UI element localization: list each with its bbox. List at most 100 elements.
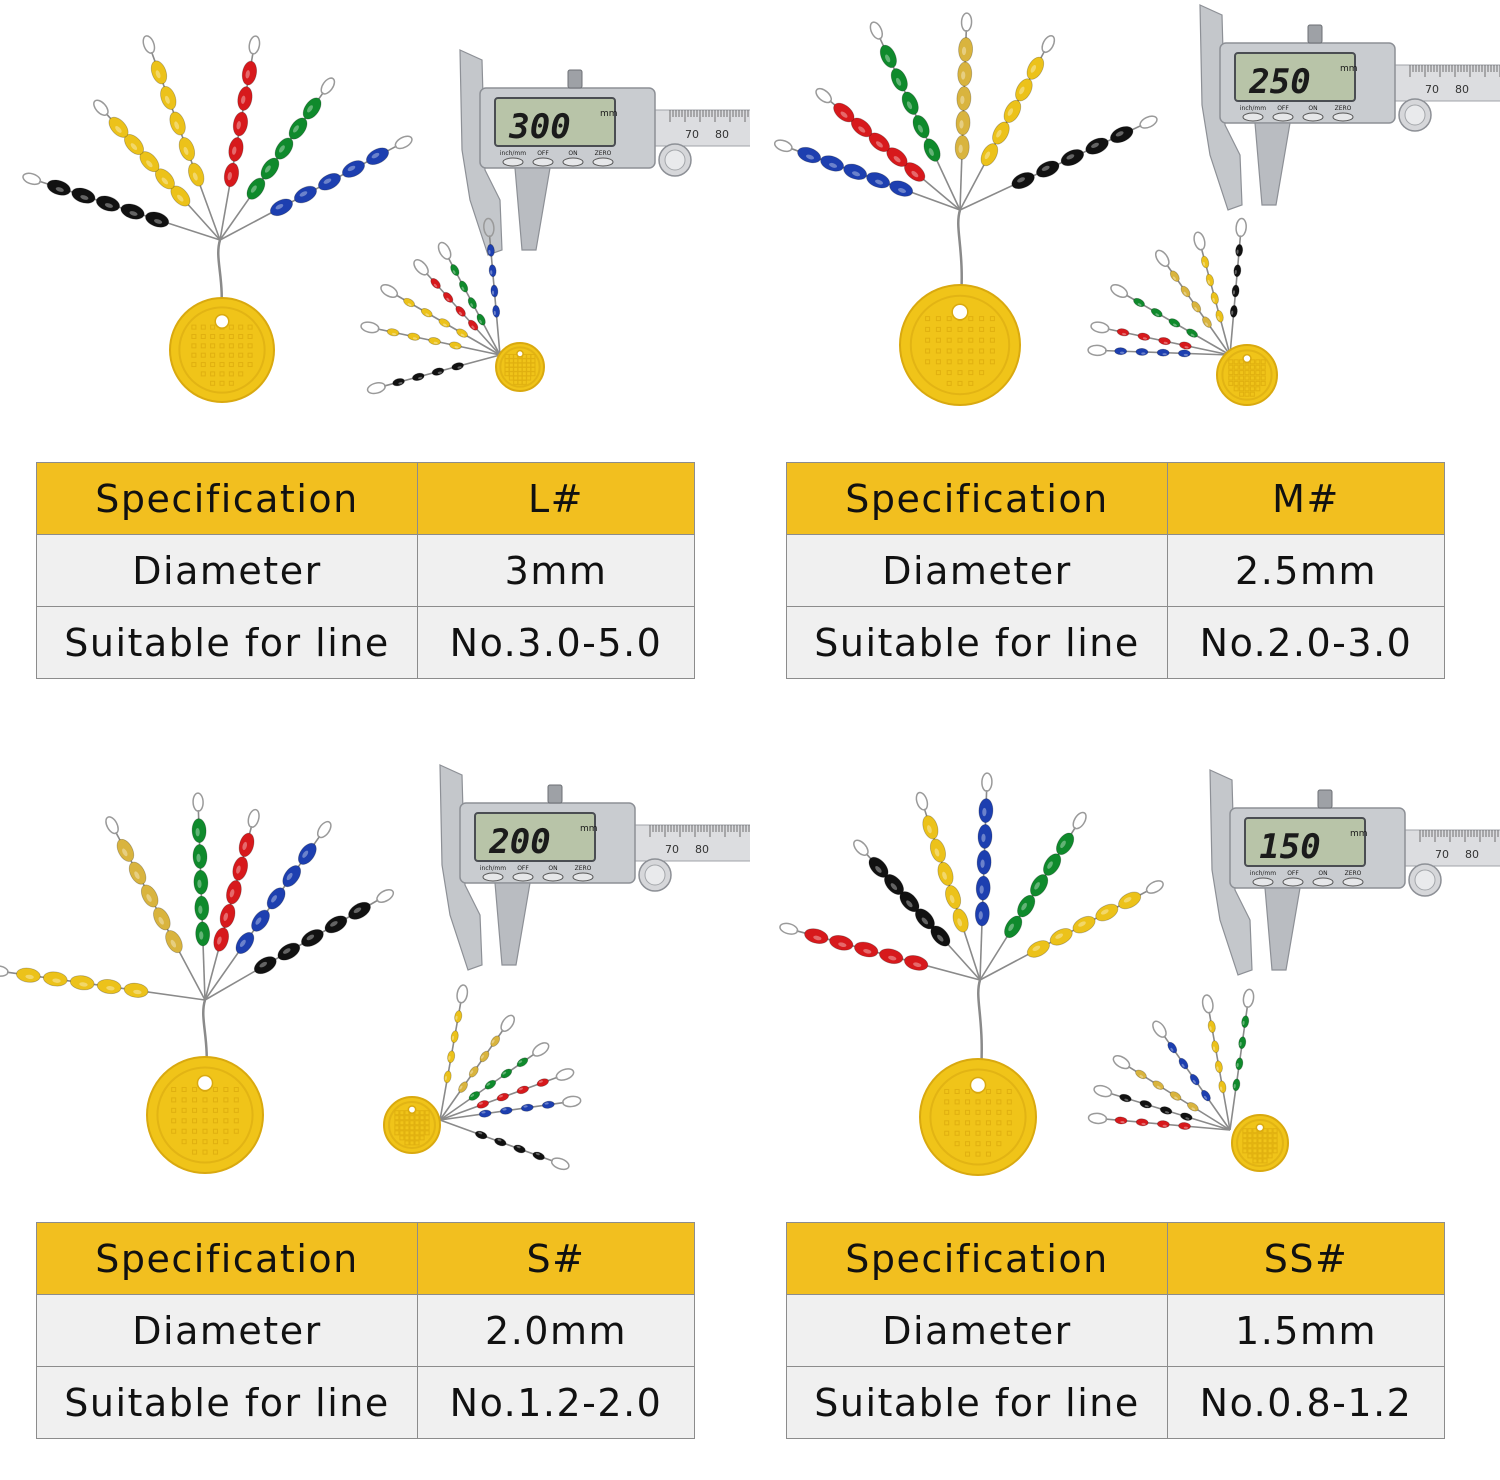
- bead-strand: [869, 21, 961, 211]
- bead-strand: [959, 115, 1158, 211]
- bead-strand: [219, 35, 261, 241]
- scale-tick-label: 70: [1425, 83, 1439, 96]
- bead-strand: [204, 889, 395, 1001]
- bead-strand: [219, 135, 413, 241]
- float-disc-small: [1231, 1114, 1289, 1172]
- bead-strand-small: [1229, 988, 1255, 1131]
- caliper-button-label: ZERO: [1345, 870, 1362, 877]
- caliper-reading: 150: [1259, 827, 1320, 867]
- float-disc-small: [495, 342, 545, 392]
- caliper-button: [1342, 877, 1364, 887]
- bead-strand-small: [483, 217, 501, 356]
- scale-tick-label: 80: [695, 843, 709, 856]
- caliper-button-label: inch/mm: [500, 150, 526, 157]
- spec-value: M#: [1167, 462, 1445, 535]
- caliper-button: [1282, 877, 1304, 887]
- bead-strand: [974, 772, 994, 981]
- caliper-button-label: inch/mm: [1240, 105, 1266, 112]
- caliper-button: [1302, 112, 1324, 122]
- spec-label: Diameter: [786, 1294, 1168, 1367]
- bead-strand-small: [439, 1068, 575, 1121]
- caliper-reading: 300: [508, 107, 570, 147]
- spec-label: Diameter: [786, 534, 1168, 607]
- bead-strand: [204, 808, 260, 1001]
- spec-value: No.0.8-1.2: [1167, 1366, 1445, 1439]
- caliper-button-label: ZERO: [1335, 105, 1352, 112]
- caliper-button: [592, 157, 614, 167]
- caliper-button: [1272, 112, 1294, 122]
- caliper-unit: mm: [1340, 64, 1358, 74]
- caliper-unit: mm: [600, 109, 618, 119]
- bead-strand-small: [1087, 344, 1231, 358]
- caliper-button: [542, 872, 564, 882]
- bead-strand-small: [1229, 217, 1247, 356]
- spec-label: Specification: [786, 1222, 1168, 1295]
- float-disc-small: [1216, 344, 1278, 406]
- bead-strand-small: [1090, 321, 1231, 356]
- spec-label: Suitable for line: [786, 606, 1168, 679]
- spec-label: Suitable for line: [786, 1366, 1168, 1439]
- caliper-button: [1252, 877, 1274, 887]
- spec-value: No.3.0-5.0: [417, 606, 695, 679]
- bead-strand-small: [439, 1095, 582, 1121]
- bead-strand: [815, 87, 961, 211]
- bead-strand-small: [1201, 994, 1231, 1131]
- bead-strand-small: [437, 241, 501, 356]
- bead-strand: [191, 792, 211, 1001]
- spec-label: Specification: [36, 1222, 418, 1295]
- bead-strand-small: [439, 1119, 570, 1171]
- bead-strand: [979, 880, 1164, 981]
- bead-strand: [959, 34, 1056, 211]
- bead-strand-small: [439, 1014, 516, 1121]
- bead-strand: [773, 139, 961, 211]
- bead-strand-small: [1112, 1055, 1231, 1131]
- bead-strand: [219, 77, 336, 241]
- bead-strand: [779, 922, 981, 981]
- bead-strand-small: [1152, 1020, 1231, 1131]
- caliper-button: [572, 872, 594, 882]
- float-disc: [899, 284, 1021, 406]
- float-disc-small: [383, 1096, 441, 1154]
- spec-label: Specification: [36, 462, 418, 535]
- caliper-button: [1332, 112, 1354, 122]
- scale-tick-label: 70: [665, 843, 679, 856]
- spec-label: Diameter: [36, 534, 418, 607]
- bead-strand: [0, 965, 206, 1001]
- scale-tick-label: 80: [1465, 848, 1479, 861]
- caliper-button-label: OFF: [537, 150, 549, 157]
- bead-strand-small: [366, 354, 501, 395]
- spec-value: S#: [417, 1222, 695, 1295]
- bead-strand-small: [413, 259, 501, 356]
- spec-label: Diameter: [36, 1294, 418, 1367]
- caliper-button: [1312, 877, 1334, 887]
- bead-strand-small: [360, 321, 501, 356]
- float-disc: [146, 1056, 264, 1174]
- float-disc: [169, 297, 275, 403]
- bead-strand-small: [1087, 1112, 1231, 1131]
- bead-strand-small: [1193, 231, 1231, 356]
- spec-value: SS#: [1167, 1222, 1445, 1295]
- bead-strand-small: [1093, 1084, 1231, 1131]
- caliper-button-label: ON: [1308, 105, 1317, 112]
- caliper-reading: 200: [488, 822, 550, 862]
- bead-strand: [204, 820, 332, 1001]
- caliper-button-label: ON: [548, 865, 557, 872]
- caliper-button-label: OFF: [1287, 870, 1299, 877]
- spec-value: No.2.0-3.0: [1167, 606, 1445, 679]
